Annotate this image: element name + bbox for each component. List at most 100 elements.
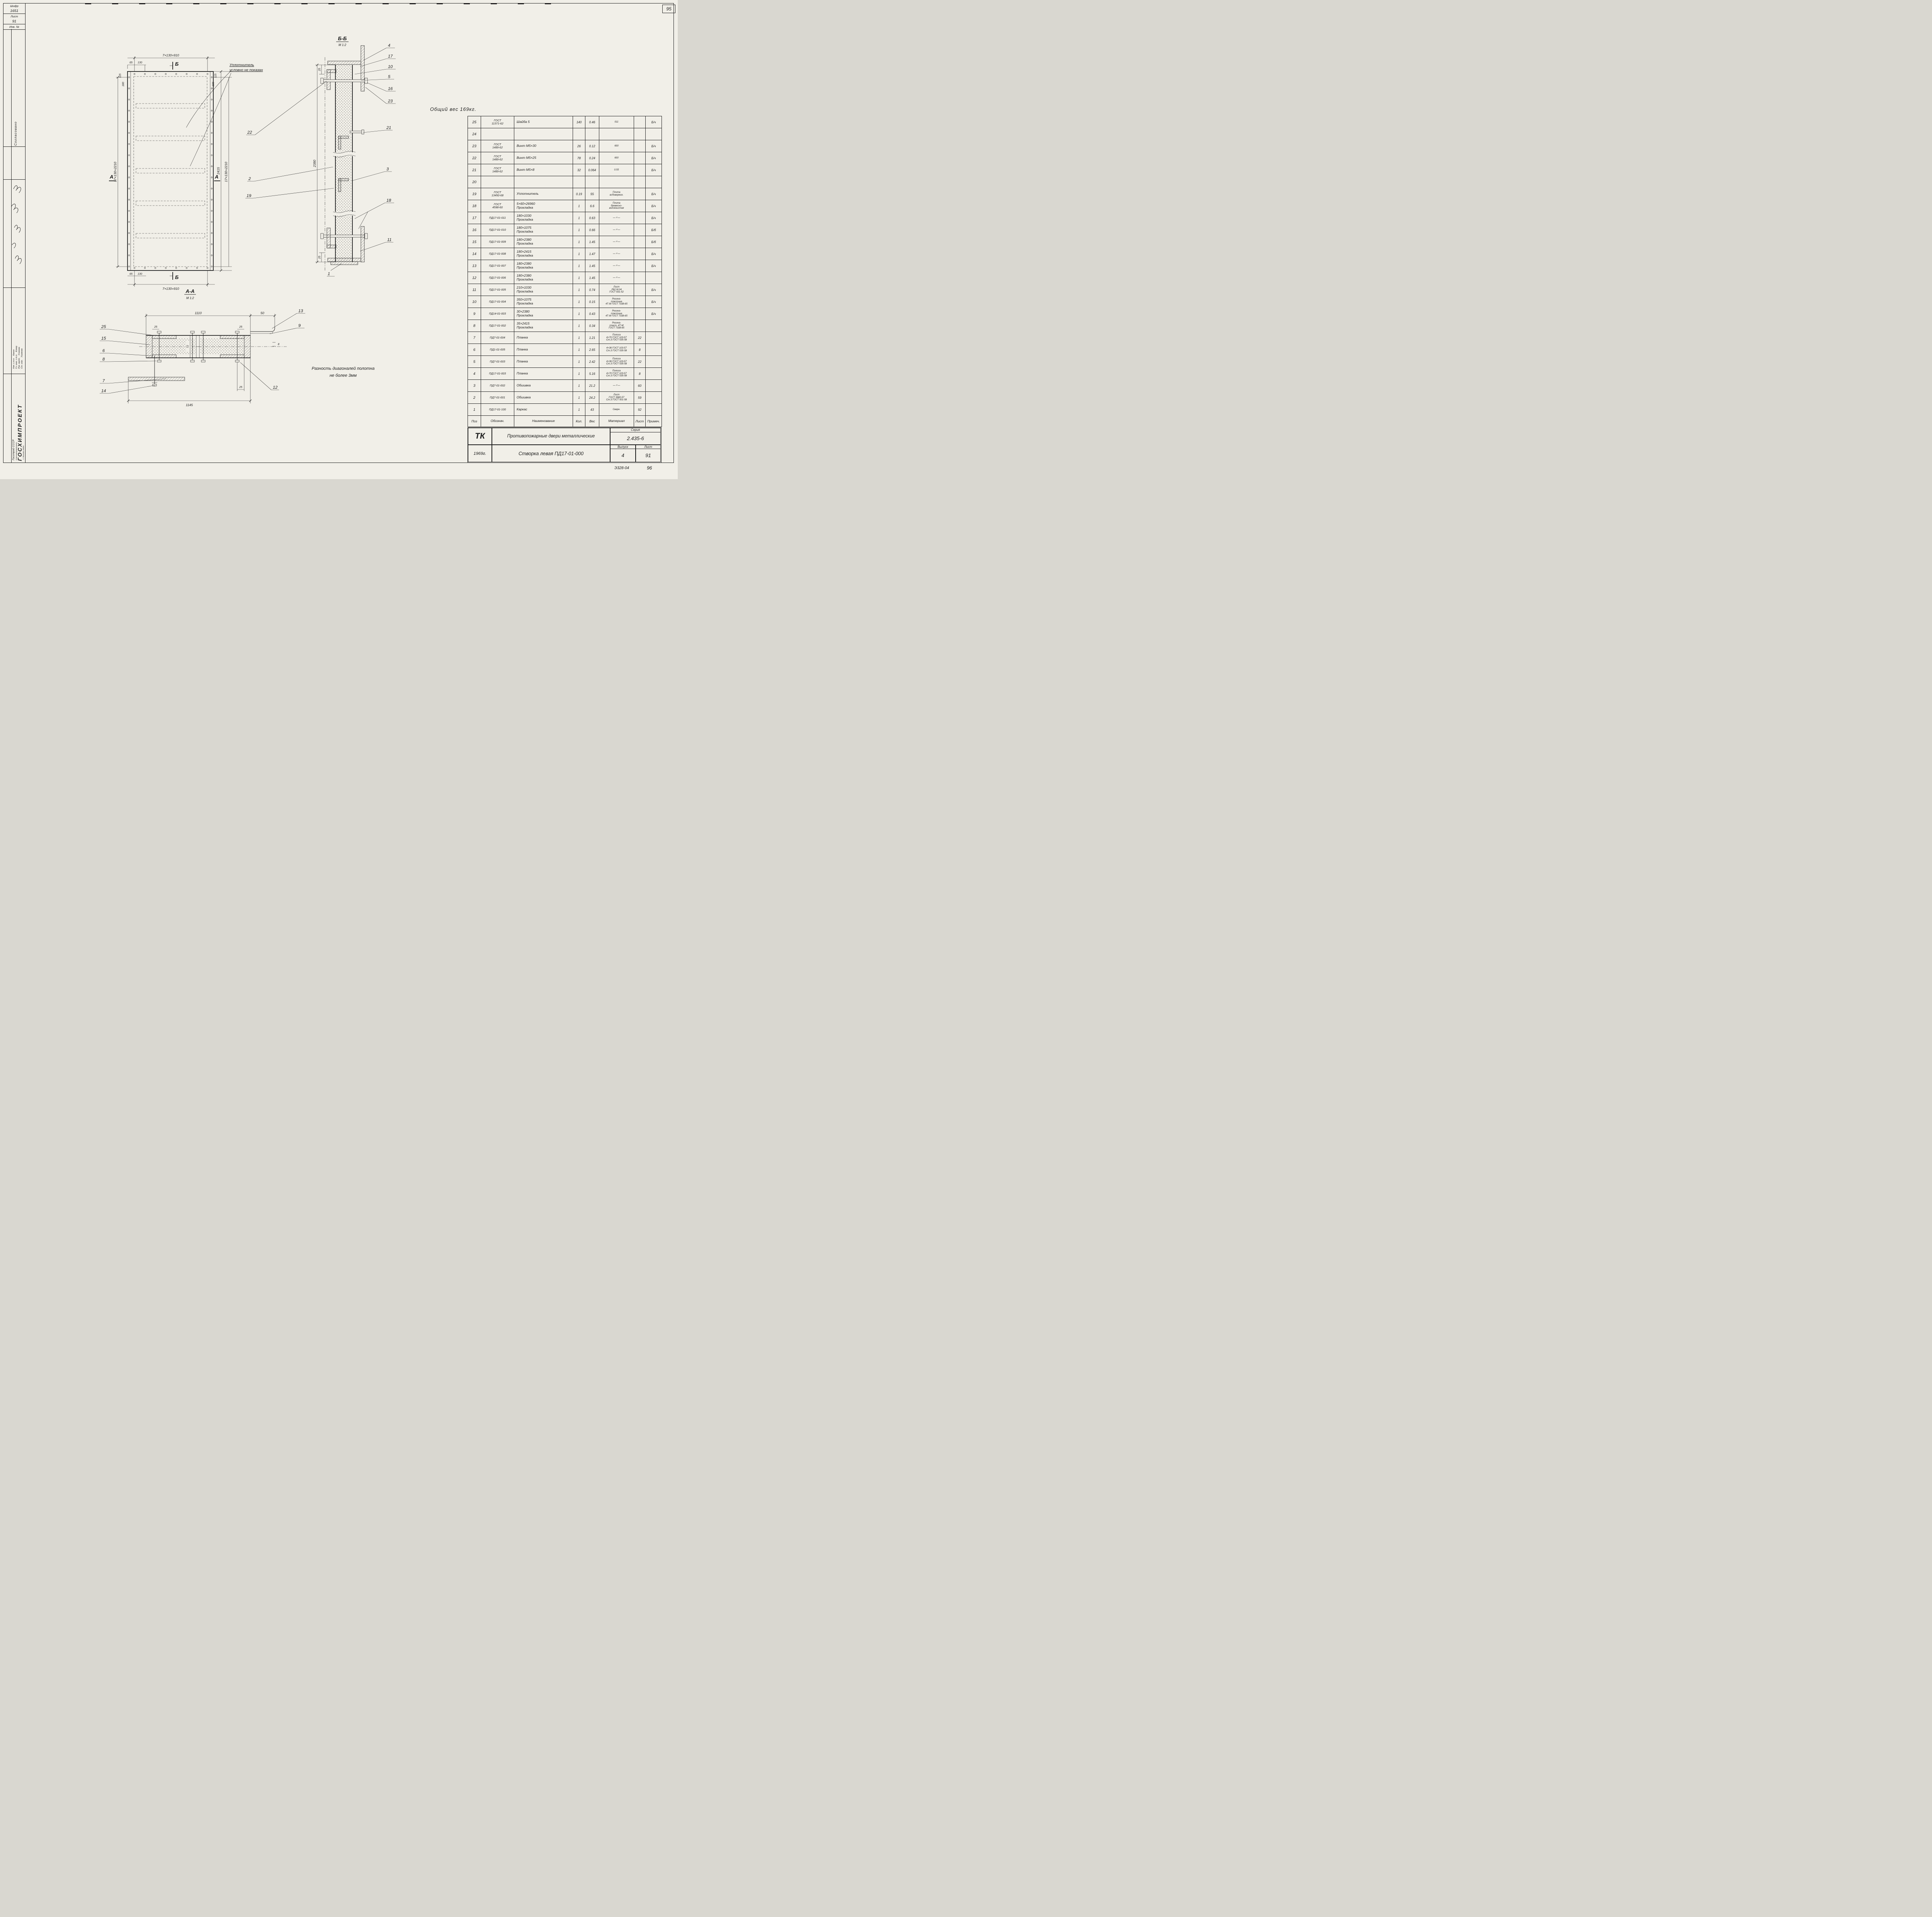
bom-cell-wt: 0.24 — [585, 152, 599, 164]
bom-header-cell: Материал — [599, 415, 634, 427]
bom-cell-wt: 0.064 — [585, 164, 599, 176]
bom-cell-pos: 7 — [468, 332, 481, 344]
bom-cell-name: Планка — [514, 344, 573, 356]
bom-row: 20 — [468, 176, 662, 188]
bom-cell-wt: 0.34 — [585, 320, 599, 332]
bom-cell-code: ПД17-01-009 — [481, 236, 514, 248]
bom-cell-code: ПД17-01-008 — [481, 248, 514, 260]
bom-cell-name: Винт М5×25 — [514, 152, 573, 164]
callout-15: 15 — [101, 336, 106, 341]
stamp-divider — [3, 287, 25, 288]
bom-cell-mat: Плита асбовермик. — [599, 188, 634, 200]
bom-cell-name: Каркас — [514, 403, 573, 416]
seal-note-leaders — [186, 70, 231, 167]
drawing-sheet: 7×130=910 65 130 Б 17×130=2210 115 — [0, 0, 678, 479]
bom-cell-qty: 1 — [573, 320, 585, 332]
bom-cell-mat: —〃— — [599, 260, 634, 272]
bom-cell-pos: 14 — [468, 248, 481, 260]
bom-cell-pos: 2 — [468, 391, 481, 404]
bom-cell-sheet: 92 — [634, 403, 646, 416]
diagonal-note: Разность диагоналей полотна не более 3мм — [311, 366, 375, 378]
sheet-title: Створка левая ПД17-01-000 — [492, 445, 610, 462]
bom-cell-name: Винт М5×30 — [514, 140, 573, 152]
bom-cell-pos: 25 — [468, 116, 481, 128]
section-marker-b-top: Б — [175, 61, 179, 67]
bom-cell-pos: 15 — [468, 236, 481, 248]
callout-13: 13 — [298, 309, 303, 313]
callout-11: 11 — [387, 238, 391, 242]
bom-cell-pos: 24 — [468, 128, 481, 140]
bom-cell-pos: 18 — [468, 200, 481, 212]
bom-cell-sheet — [634, 140, 646, 152]
section-bb-title: Б-Б — [338, 36, 347, 41]
callout-19: 19 — [247, 194, 251, 198]
bom-cell-mat: Лист ГОСТ 3680-57 Ст.3 ГОСТ 501-58 — [599, 391, 634, 404]
callout-21: 21 — [386, 126, 391, 130]
bom-cell-sheet — [634, 296, 646, 308]
dim-bb-25-bottom: 25 — [318, 256, 321, 259]
bom-cell-note: Б/ч — [645, 248, 662, 260]
bom-cell-name: 180×2380 Прокладка — [514, 272, 573, 284]
bom-cell-wt: 0.46 — [585, 116, 599, 128]
role-name: Ушакова — [21, 348, 23, 357]
bom-cell-name — [514, 128, 573, 140]
bom-cell-wt — [585, 128, 599, 140]
bom-cell-code: ПД7-01-002 — [481, 379, 514, 392]
bom-cell-name: Планка — [514, 367, 573, 380]
bom-cell-sheet — [634, 200, 646, 212]
bom-cell-code: ПД7-01-001 — [481, 391, 514, 404]
bom-cell-qty: 1 — [573, 284, 585, 296]
bom-cell-qty: 1 — [573, 272, 585, 284]
bom-cell-name: Планка — [514, 332, 573, 344]
bom-cell-mat: —〃— — [599, 379, 634, 392]
bom-cell-code: ПД1-01-005 — [481, 344, 514, 356]
bom-cell-code: ПД17-01-010 — [481, 224, 514, 236]
bom-cell-qty — [573, 176, 585, 188]
section-bb-scale: М 1:2 — [338, 43, 347, 47]
dim-top: 7×130=910 — [162, 53, 179, 57]
bom-cell-mat: Резина- пласт. 4Т-М ГОСТ 7338-65 — [599, 320, 634, 332]
bom-cell-note: Б/ч — [645, 260, 662, 272]
page-number-bottom: 96 — [647, 465, 652, 471]
bom-cell-note: Б/ч — [645, 116, 662, 128]
bom-header-cell: Примеч. — [645, 415, 662, 427]
bom-cell-pos: 23 — [468, 140, 481, 152]
bom-cell-pos: 11 — [468, 284, 481, 296]
callout-14: 14 — [101, 389, 106, 393]
callout-7: 7 — [102, 379, 105, 383]
bom-cell-pos: 19 — [468, 188, 481, 200]
bom-cell-qty: 0.19 — [573, 188, 585, 200]
list-value-stamp: 91 — [3, 19, 25, 24]
bom-cell-sheet — [634, 236, 646, 248]
title-block: ТК Противопожарные двери металлические С… — [468, 427, 662, 463]
bom-cell-code: ГОСТ 11371-62 — [481, 116, 514, 128]
bom-cell-note: Б/б — [645, 236, 662, 248]
bom-cell-qty: 1 — [573, 236, 585, 248]
bom-cell-qty: 1 — [573, 344, 585, 356]
bom-cell-code: ПД17-01-006 — [481, 272, 514, 284]
bom-cell-note: Б/ч — [645, 284, 662, 296]
bom-cell-name — [514, 176, 573, 188]
bom-cell-name: 5×60×26960 Прокладка — [514, 200, 573, 212]
bom-cell-name: 35×2415 Прокладка — [514, 320, 573, 332]
bom-cell-qty: 1 — [573, 391, 585, 404]
bom-header-cell: Кол. — [573, 415, 585, 427]
bom-cell-sheet: 60 — [634, 379, 646, 392]
role-name: Клеер — [15, 345, 18, 352]
bom-cell-qty: 1 — [573, 367, 585, 380]
list-cell: Лист 91 — [636, 445, 661, 462]
role-label: Нач. с.т.п. — [13, 358, 15, 369]
drawing-canvas: 7×130=910 65 130 Б 17×130=2210 115 — [100, 36, 396, 407]
role-name: Канин — [13, 349, 15, 356]
